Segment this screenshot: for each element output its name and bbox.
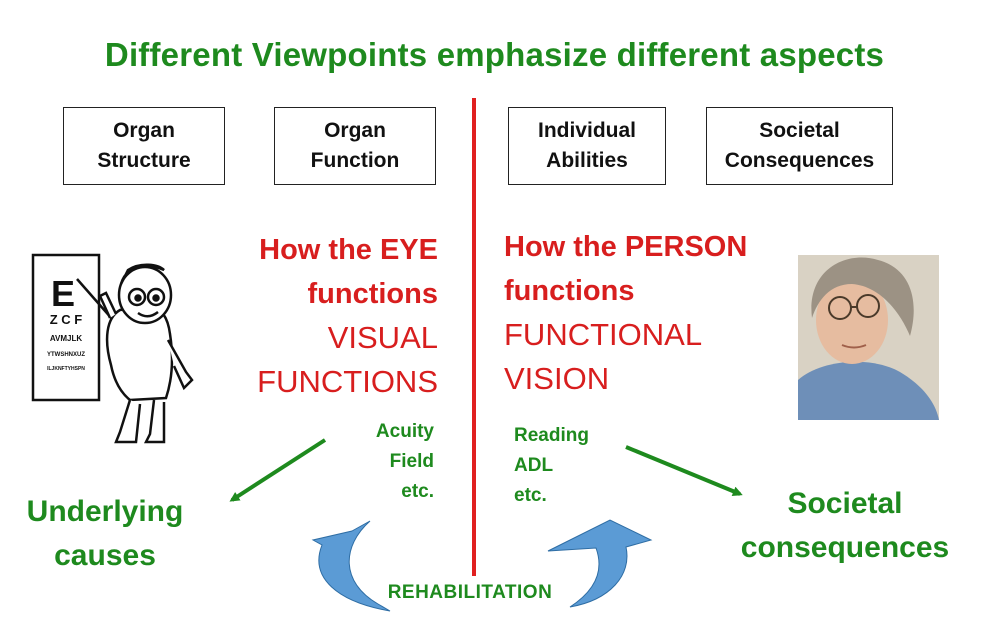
box-individual-abilities: Individual Abilities xyxy=(508,107,666,185)
arrow-to-societal-consequences xyxy=(625,445,743,496)
rehab-arrow-right-icon xyxy=(547,519,653,608)
example-item: ADL xyxy=(514,455,554,476)
box-organ-structure: Organ Structure xyxy=(63,107,225,185)
visual-function-examples: Acuity Field etc. xyxy=(340,417,434,507)
box-label-line1: Individual xyxy=(537,119,636,142)
example-item: Field xyxy=(389,451,434,472)
eye-chart-row: E xyxy=(51,273,75,314)
rehabilitation-label: REHABILITATION xyxy=(387,582,553,603)
person-heading-line2: functions xyxy=(504,275,635,307)
box-label-line1: Societal xyxy=(759,119,840,142)
eye-chart-icon: E Z C F AVMJLK YTWSHNXUZ ILJKNFTYHSPN xyxy=(31,253,101,402)
societal-consequences-label: Societal consequences xyxy=(735,482,955,570)
eye-chart-row: YTWSHNXUZ xyxy=(47,352,85,358)
box-label-line1: Organ xyxy=(324,119,386,142)
eye-heading-line1: How the EYE xyxy=(259,234,438,266)
eye-heading: How the EYE functions VISUAL FUNCTIONS xyxy=(230,228,438,404)
doctor-cartoon-icon xyxy=(76,263,194,444)
example-item: Acuity xyxy=(375,421,434,442)
person-heading: How the PERSON functions FUNCTIONAL VISI… xyxy=(504,225,784,401)
center-divider xyxy=(472,98,476,576)
outcome-line2: causes xyxy=(54,539,156,572)
person-heading-line1: How the PERSON xyxy=(504,231,748,263)
eye-chart-row: ILJKNFTYHSPN xyxy=(47,366,85,372)
functional-vision-examples: Reading ADL etc. xyxy=(514,421,614,511)
person-heading-line3: FUNCTIONAL xyxy=(504,317,703,352)
box-label-line2: Consequences xyxy=(724,149,875,172)
eye-heading-line4: FUNCTIONS xyxy=(257,364,438,399)
outcome-line1: Societal xyxy=(787,487,903,520)
example-item: etc. xyxy=(514,485,547,506)
box-societal-consequences: Societal Consequences xyxy=(706,107,893,185)
rehab-arrow-left-icon xyxy=(311,520,391,612)
eye-heading-line3: VISUAL xyxy=(327,320,438,355)
person-portrait xyxy=(798,255,939,420)
outcome-line1: Underlying xyxy=(26,495,184,528)
box-label-line2: Abilities xyxy=(546,149,628,172)
eye-chart-row: AVMJLK xyxy=(50,334,83,343)
box-label-line2: Function xyxy=(310,149,400,172)
eye-chart-row: Z C F xyxy=(50,312,83,327)
box-label-line2: Structure xyxy=(97,149,191,172)
box-label-line1: Organ xyxy=(113,119,175,142)
eye-heading-line2: functions xyxy=(307,278,439,310)
underlying-causes-label: Underlying causes xyxy=(10,490,200,578)
person-heading-line4: VISION xyxy=(504,361,610,396)
page-title: Different Viewpoints emphasize different… xyxy=(104,36,885,73)
example-item: etc. xyxy=(401,481,434,502)
example-item: Reading xyxy=(514,425,589,446)
outcome-line2: consequences xyxy=(740,531,950,564)
arrow-to-underlying-causes xyxy=(229,438,327,502)
box-organ-function: Organ Function xyxy=(274,107,436,185)
